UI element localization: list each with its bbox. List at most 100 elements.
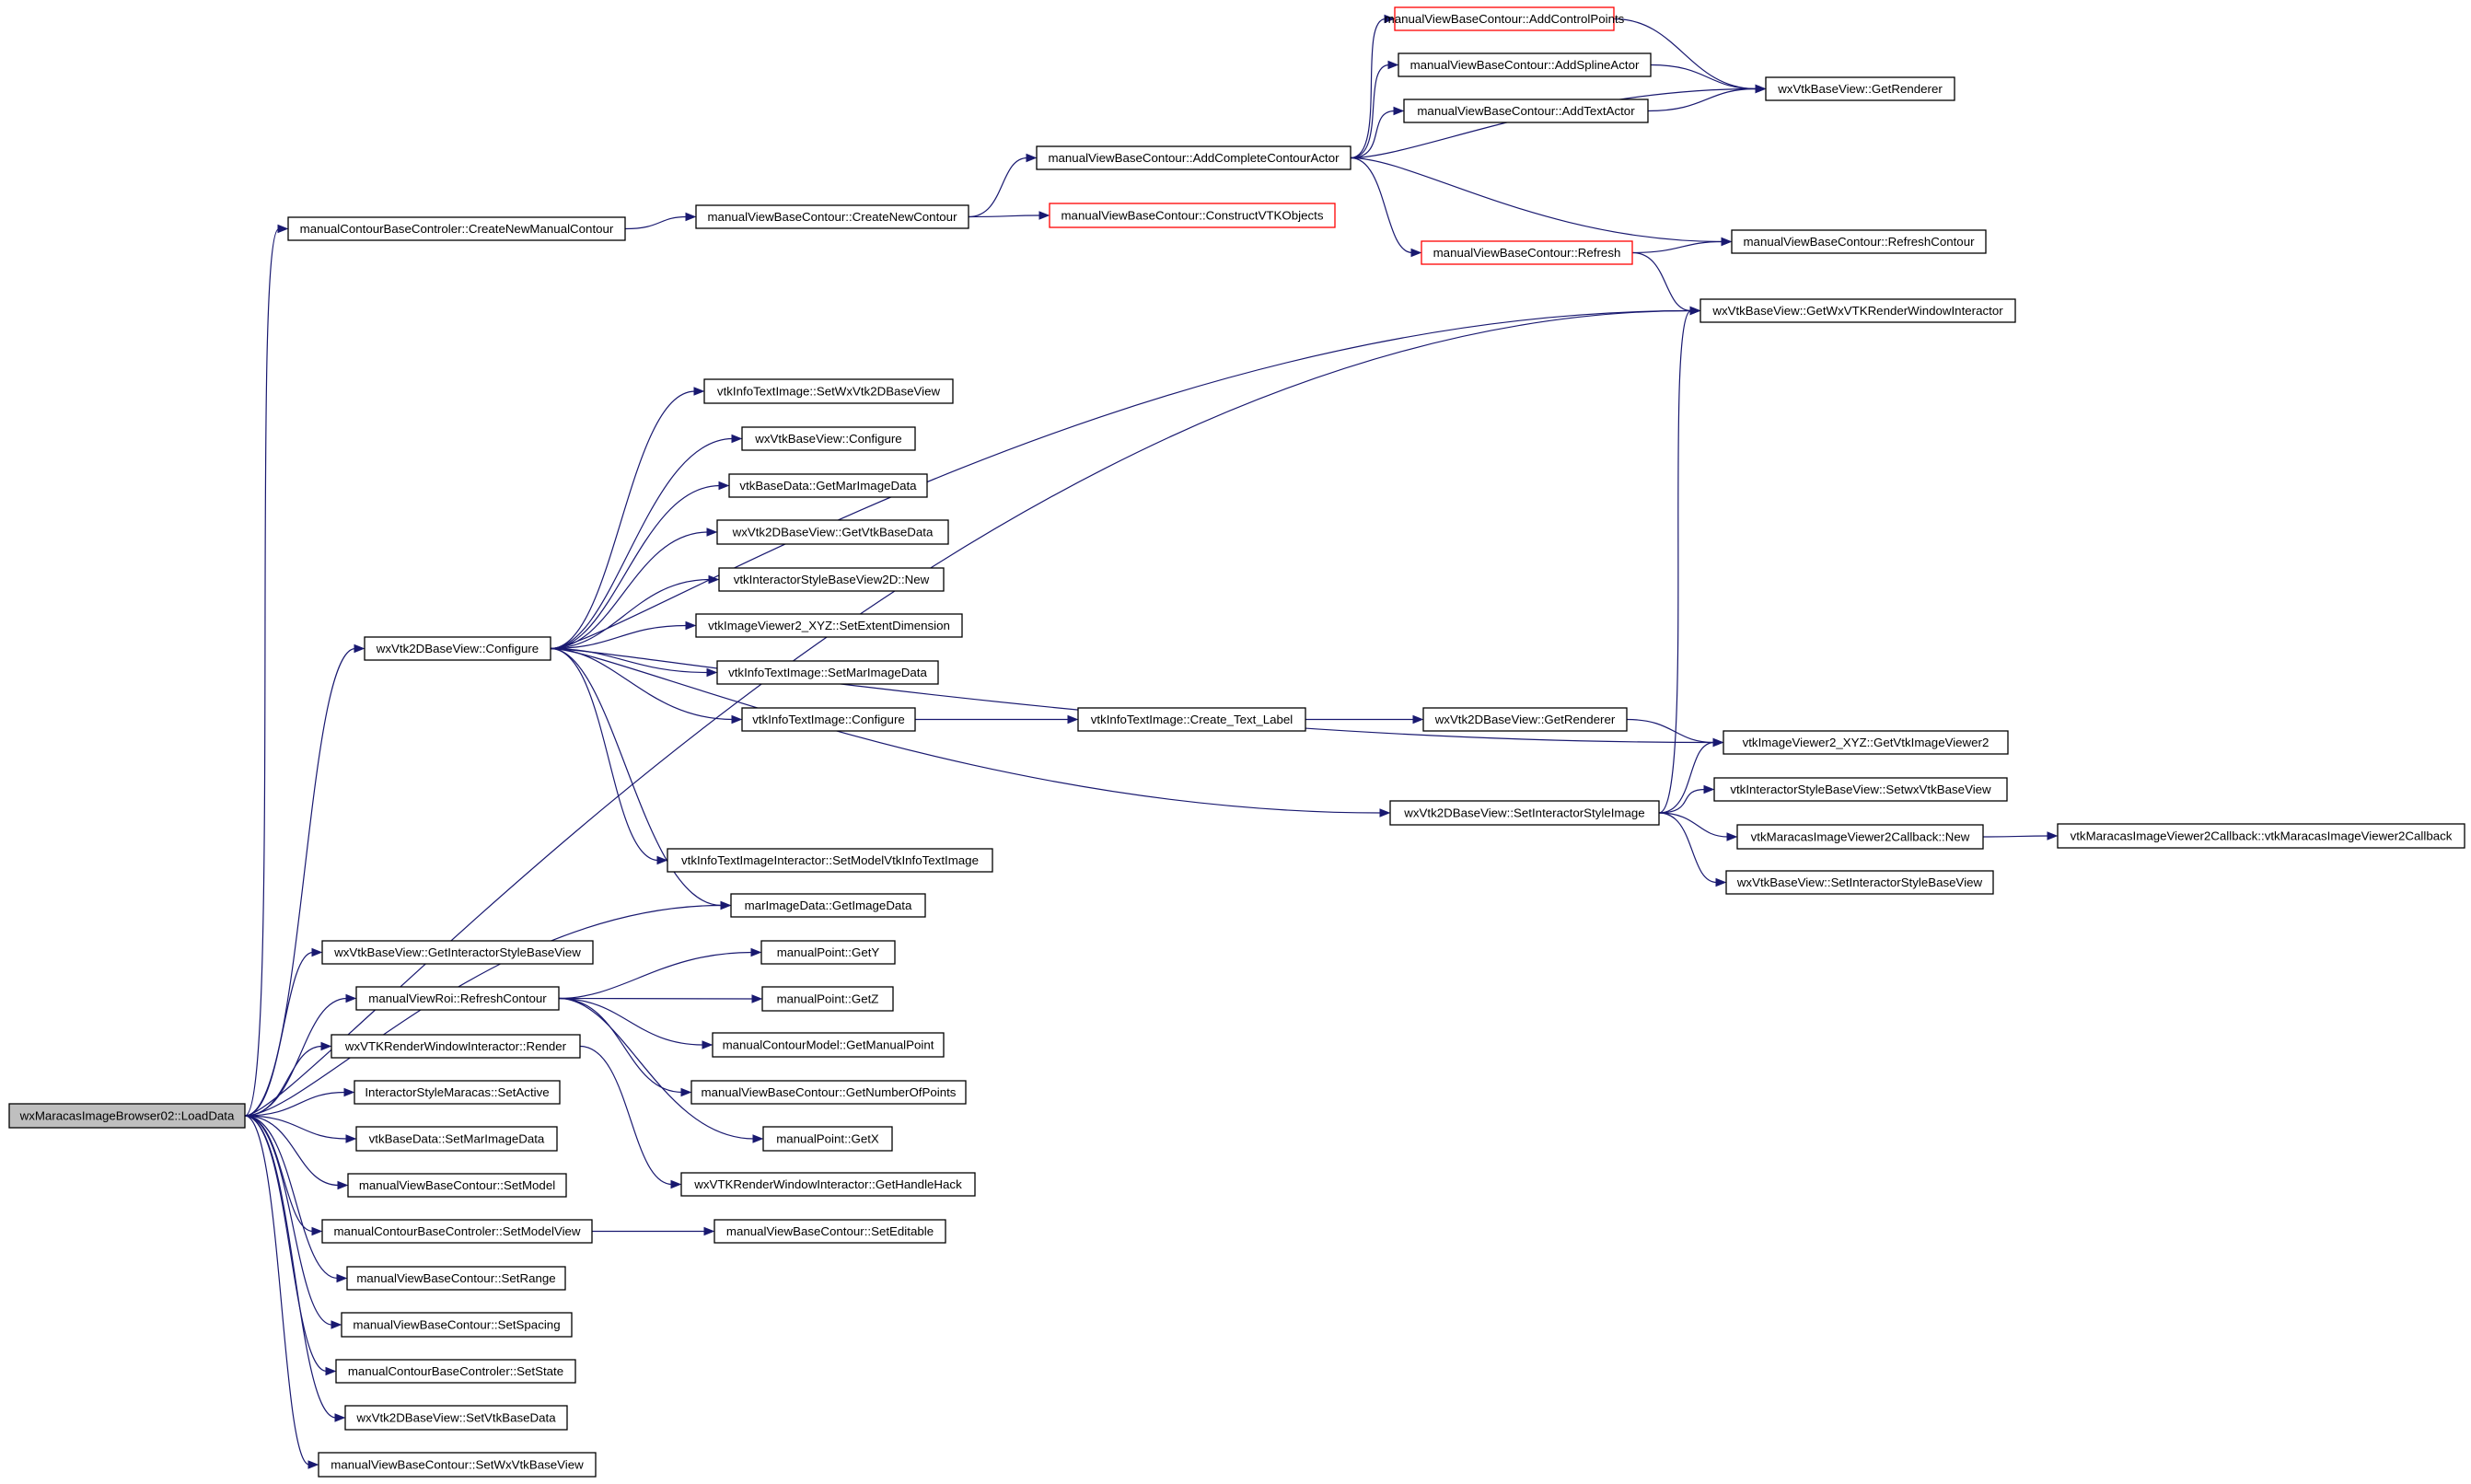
node-vtk2dconfigure[interactable]: wxVtk2DBaseView::Configure [364, 636, 551, 661]
node-label: wxVtkBaseView::GetInteractorStyleBaseVie… [333, 945, 581, 959]
node-box [287, 216, 626, 241]
node-label: wxVTKRenderWindowInteractor::Render [344, 1039, 567, 1053]
node-callbacknew[interactable]: vtkMaracasImageViewer2Callback::New [1736, 824, 1984, 850]
node-getx[interactable]: manualPoint::GetX [762, 1126, 893, 1152]
node-getrenderer[interactable]: wxVtkBaseView::GetRenderer [1765, 76, 1955, 101]
node-constructvtk[interactable]: manualViewBaseContour::ConstructVTKObjec… [1049, 203, 1336, 228]
edge-loaddata-to-setspacing [244, 1115, 333, 1326]
node-box [716, 519, 949, 545]
edge-addcomplete-to-getrenderer [1350, 87, 1758, 159]
node-setmodelview[interactable]: manualContourBaseControler::SetModelView [321, 1219, 593, 1244]
arrowhead [685, 212, 697, 222]
node-label: manualContourBaseControler::SetModelView [333, 1224, 580, 1238]
node-getimagedata[interactable]: marImageData::GetImageData [730, 893, 926, 918]
arrowhead [750, 947, 762, 957]
node-label: wxVtk2DBaseView::SetVtkBaseData [355, 1411, 556, 1425]
node-label: vtkBaseData::SetMarImageData [369, 1132, 545, 1146]
arrowhead [311, 1226, 323, 1236]
node-addtext[interactable]: manualViewBaseContour::AddTextActor [1403, 99, 1649, 123]
edge-createnewmanual-to-createnewcontour [624, 215, 688, 230]
node-box [1713, 777, 2008, 802]
node-getmanualpoint[interactable]: manualContourModel::GetManualPoint [712, 1032, 945, 1058]
node-setmodel[interactable]: manualViewBaseContour::SetModel [347, 1173, 567, 1198]
node-isbv2dnew[interactable]: vtkInteractorStyleBaseView2D::New [718, 567, 945, 592]
node-getvtkimageviewer2[interactable]: vtkImageViewer2_XYZ::GetVtkImageViewer2 [1723, 730, 2009, 755]
node-infoconfigure[interactable]: vtkInfoTextImage::Configure [741, 707, 916, 732]
node-seteditable[interactable]: manualViewBaseContour::SetEditable [713, 1219, 946, 1244]
node-box [1036, 145, 1352, 170]
node-setrange[interactable]: manualViewBaseContour::SetRange [346, 1266, 566, 1291]
node-label: wxMaracasImageBrowser02::LoadData [19, 1109, 235, 1123]
node-label: manualViewBaseContour::AddTextActor [1417, 104, 1635, 118]
arrowhead [1038, 211, 1050, 220]
node-setmodelvtkinfo[interactable]: vtkInfoTextImageInteractor::SetModelVtkI… [667, 848, 993, 873]
node-label: wxVtk2DBaseView::SetInteractorStyleImage [1403, 806, 1644, 820]
node-label: manualViewRoi::RefreshContour [368, 991, 547, 1005]
edge-setinteractorstyleimage-to-setinteractorstylebaseview [1658, 812, 1718, 884]
edge-vtk2dconfigure-to-infoconfigure [550, 647, 734, 721]
node-callbackctor[interactable]: vtkMaracasImageViewer2Callback::vtkMarac… [2057, 823, 2465, 849]
node-box [341, 1312, 573, 1338]
node-getnumberofpoints[interactable]: manualViewBaseContour::GetNumberOfPoints [690, 1080, 967, 1105]
node-label: vtkMaracasImageViewer2Callback::New [1751, 830, 1970, 844]
node-label: manualViewBaseContour::AddControlPoints [1385, 12, 1625, 26]
edge-setinteractorstyleimage-to-getvtkimageviewer2 [1658, 741, 1715, 814]
node-refresh[interactable]: manualViewBaseContour::Refresh [1421, 240, 1633, 265]
node-setwxvtk2d[interactable]: vtkInfoTextImage::SetWxVtk2DBaseView [703, 378, 954, 404]
node-createnewcontour[interactable]: manualViewBaseContour::CreateNewContour [695, 204, 969, 229]
node-setvtkbasedata[interactable]: wxVtk2DBaseView::SetVtkBaseData [344, 1405, 568, 1431]
node-setstate[interactable]: manualContourBaseControler::SetState [335, 1359, 576, 1384]
node-box [1394, 6, 1615, 31]
node-getvtkbasedata[interactable]: wxVtk2DBaseView::GetVtkBaseData [716, 519, 949, 545]
edge-roirefresh-to-gety [558, 951, 753, 1000]
node-getinteractorstylebaseview[interactable]: wxVtkBaseView::GetInteractorStyleBaseVie… [321, 940, 594, 965]
node-setactive[interactable]: InteractorStyleMaracas::SetActive [354, 1080, 561, 1105]
node-label: vtkImageViewer2_XYZ::SetExtentDimension [708, 619, 950, 632]
node-box [1422, 707, 1628, 732]
node-box [355, 1126, 558, 1152]
arrowhead [708, 574, 720, 585]
node-vtk2dgetrenderer[interactable]: wxVtk2DBaseView::GetRenderer [1422, 707, 1628, 732]
node-getmarimagedata[interactable]: vtkBaseData::GetMarImageData [728, 473, 928, 498]
node-setinteractorstyleimage[interactable]: wxVtk2DBaseView::SetInteractorStyleImage [1389, 800, 1660, 826]
arrowhead [1712, 737, 1724, 748]
node-refreshcontour-bv[interactable]: manualViewBaseContour::RefreshContour [1731, 229, 1987, 254]
edge-loaddata-to-setactive [244, 1091, 346, 1117]
node-setmarimagedata-base[interactable]: vtkBaseData::SetMarImageData [355, 1126, 558, 1152]
node-loaddata[interactable]: wxMaracasImageBrowser02::LoadData [8, 1103, 246, 1129]
node-label: wxVtkBaseView::GetRenderer [1777, 82, 1943, 96]
node-addcomplete[interactable]: manualViewBaseContour::AddCompleteContou… [1036, 145, 1352, 170]
node-addspline[interactable]: manualViewBaseContour::AddSplineActor [1398, 52, 1652, 77]
node-gety[interactable]: manualPoint::GetY [760, 940, 896, 965]
node-getz[interactable]: manualPoint::GetZ [761, 986, 894, 1012]
node-box [355, 986, 560, 1011]
node-label: manualViewBaseContour::GetNumberOfPoints [702, 1085, 957, 1099]
node-setextent[interactable]: vtkImageViewer2_XYZ::SetExtentDimension [695, 613, 963, 638]
arrowhead [1755, 84, 1767, 94]
node-setwxvtkbaseview-bc[interactable]: manualViewBaseContour::SetWxVtkBaseView [318, 1452, 597, 1478]
node-gethandlehack[interactable]: wxVTKRenderWindowInteractor::GetHandleHa… [680, 1172, 976, 1197]
edge-addtext-to-getrenderer [1647, 87, 1758, 112]
node-label: vtkInfoTextImage::Configure [752, 713, 905, 726]
node-setinteractorstylebaseview[interactable]: wxVtkBaseView::SetInteractorStyleBaseVie… [1725, 870, 1994, 895]
node-createtextlabel[interactable]: vtkInfoTextImage::Create_Text_Label [1077, 707, 1306, 732]
node-label: vtkInteractorStyleBaseView2D::New [734, 573, 930, 586]
node-setwxvtkbaseview[interactable]: vtkInteractorStyleBaseView::SetwxVtkBase… [1713, 777, 2008, 802]
edge-loaddata-to-createnewmanual [244, 227, 280, 1117]
node-setspacing[interactable]: manualViewBaseContour::SetSpacing [341, 1312, 573, 1338]
node-getinteractor[interactable]: wxVtkBaseView::GetWxVTKRenderWindowInter… [1700, 298, 2016, 323]
arrowhead [1726, 832, 1738, 841]
node-box [741, 426, 916, 451]
node-roirefresh[interactable]: manualViewRoi::RefreshContour [355, 986, 560, 1011]
edge-vtk2dgetrenderer-to-getvtkimageviewer2 [1626, 718, 1715, 744]
node-wxconfigure[interactable]: wxVtkBaseView::Configure [741, 426, 916, 451]
edge-vtk2dconfigure-to-setmarimagedata-info [550, 647, 709, 674]
arrowhead [706, 667, 718, 678]
node-addcontrolpoints[interactable]: manualViewBaseContour::AddControlPoints [1385, 6, 1625, 31]
node-setmarimagedata-info[interactable]: vtkInfoTextImage::SetMarImageData [716, 660, 939, 685]
node-render[interactable]: wxVTKRenderWindowInteractor::Render [331, 1034, 581, 1059]
arrowhead [307, 1460, 319, 1469]
node-box [1077, 707, 1306, 732]
node-createnewmanual[interactable]: manualContourBaseControler::CreateNewMan… [287, 216, 626, 241]
arrowhead [751, 994, 763, 1003]
